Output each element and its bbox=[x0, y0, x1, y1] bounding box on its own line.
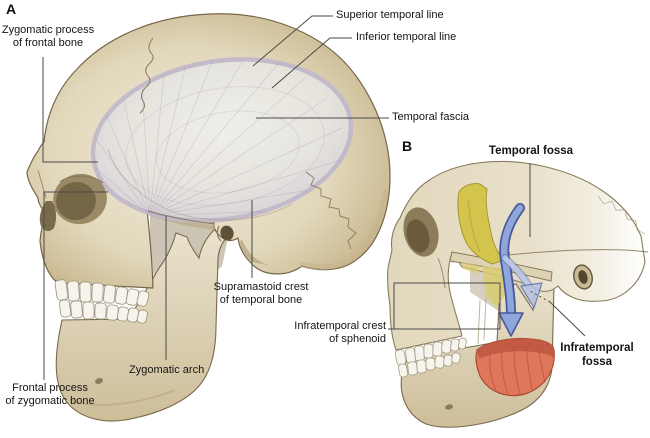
label-infratemporal-crest-of-sphenoid: Infratemporal crest of sphenoid bbox=[294, 320, 386, 346]
orbit-a bbox=[53, 173, 107, 225]
ear-canal-b bbox=[573, 264, 593, 290]
teeth-b bbox=[394, 337, 467, 378]
zygomatic-arch-line bbox=[147, 210, 215, 225]
label-supramastoid-crest: Supramastoid crest of temporal bone bbox=[213, 281, 309, 307]
label-temporal-fascia: Temporal fascia bbox=[392, 111, 470, 123]
panel-letter-a: A bbox=[6, 1, 17, 17]
label-zygomatic-process-of-frontal-bone: Zygomatic process of frontal bone bbox=[1, 24, 95, 50]
fossa-communication-arrow bbox=[498, 203, 543, 337]
infratemporal-crest-box bbox=[393, 282, 501, 330]
panel-letter-b: B bbox=[402, 138, 413, 154]
ghost-arrowhead bbox=[520, 282, 543, 309]
mandible-a bbox=[55, 229, 231, 422]
skull-b-illustration bbox=[387, 160, 649, 428]
label-superior-temporal-line: Superior temporal line bbox=[336, 9, 444, 21]
label-inferior-temporal-line: Inferior temporal line bbox=[356, 31, 457, 43]
skull-a-illustration bbox=[26, 13, 391, 422]
leader-infratemporal-fossa-dotted bbox=[529, 290, 551, 303]
label-frontal-process-of-zygomatic-bone: Frontal process of zygomatic bone bbox=[5, 382, 95, 408]
ear-canal-a bbox=[216, 225, 234, 242]
lambdoid-suture bbox=[305, 171, 357, 250]
leader-infratemporal-fossa bbox=[549, 301, 586, 337]
temporal-fossa-highlight bbox=[457, 183, 507, 307]
cranium-b bbox=[387, 160, 646, 351]
leader-frontal-process bbox=[43, 191, 108, 380]
label-infratemporal-fossa: Infratemporal fossa bbox=[560, 342, 634, 368]
label-temporal-fossa: Temporal fossa bbox=[488, 145, 574, 157]
infratemporal-fossa-highlight bbox=[475, 337, 555, 397]
orbit-b bbox=[403, 207, 439, 257]
leader-zygomatic-process bbox=[42, 57, 98, 163]
label-zygomatic-arch: Zygomatic arch bbox=[129, 364, 205, 376]
leader-inferior-temporal-line bbox=[271, 37, 352, 89]
leader-lines bbox=[42, 15, 586, 380]
coronal-suture bbox=[139, 37, 154, 114]
mental-foramen bbox=[95, 378, 103, 384]
temporal-fascia-highlight bbox=[88, 41, 354, 223]
leader-superior-temporal-line bbox=[252, 15, 333, 67]
teeth-a bbox=[54, 279, 150, 324]
